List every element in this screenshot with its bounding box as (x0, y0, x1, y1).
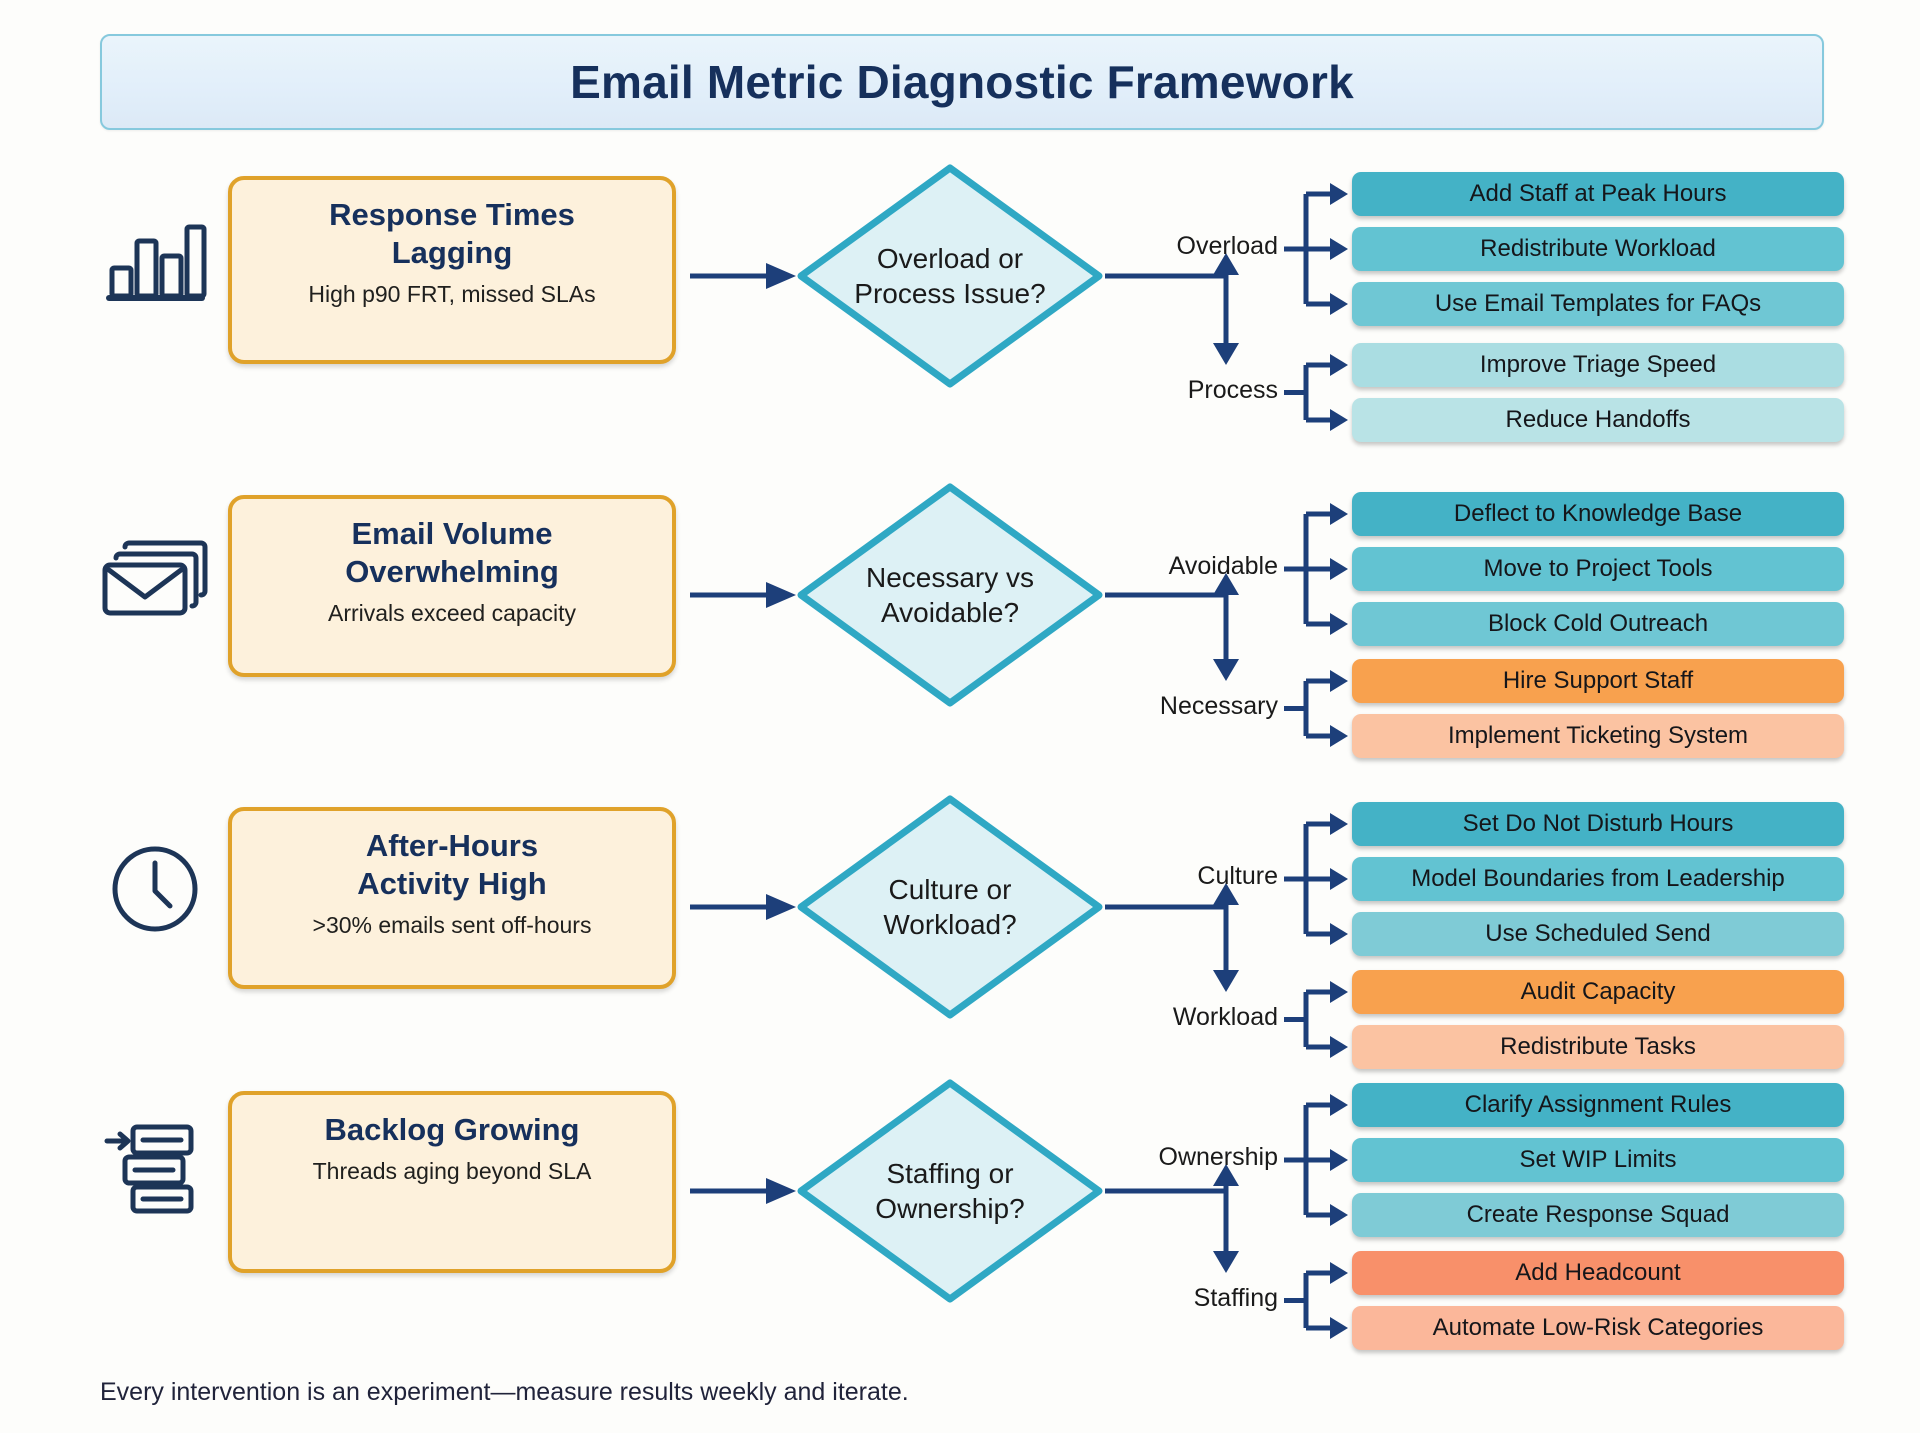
action-chip[interactable]: Use Scheduled Send (1352, 912, 1844, 956)
diagnostic-row: Backlog Growing Threads aging beyond SLA… (0, 1077, 1920, 1350)
problem-card[interactable]: Backlog Growing Threads aging beyond SLA (228, 1091, 676, 1273)
problem-subtitle: High p90 FRT, missed SLAs (308, 280, 596, 307)
row-icon (90, 513, 220, 633)
decision-diamond[interactable]: Overload or Process Issue? (795, 162, 1105, 390)
action-chip[interactable]: Audit Capacity (1352, 970, 1844, 1014)
footer-note: Every intervention is an experiment—meas… (100, 1378, 909, 1406)
problem-subtitle: >30% emails sent off-hours (312, 911, 592, 938)
diagnostic-row: After-Hours Activity High >30% emails se… (0, 793, 1920, 1069)
decision-diamond[interactable]: Necessary vs Avoidable? (795, 481, 1105, 709)
row-connectors (690, 813, 1348, 1058)
branch-label: Ownership (1158, 1143, 1279, 1171)
action-chip[interactable]: Model Boundaries from Leadership (1352, 857, 1844, 901)
branch-label: Avoidable (1168, 552, 1278, 580)
action-chip[interactable]: Implement Ticketing System (1352, 714, 1844, 758)
problem-subtitle: Threads aging beyond SLA (312, 1157, 592, 1184)
diamond-shape (797, 795, 1103, 1019)
decision-label: Culture or Workload? (883, 874, 1017, 940)
problem-subtitle: Arrivals exceed capacity (328, 599, 576, 626)
problem-title: Email Volume Overwhelming (345, 516, 559, 589)
row-icon (90, 1107, 220, 1227)
clock-icon (112, 846, 198, 932)
action-chip[interactable]: Redistribute Workload (1352, 227, 1844, 271)
branch-label: Overload (1176, 232, 1278, 260)
branch-label: Necessary (1159, 691, 1278, 720)
diamond-shape (797, 483, 1103, 707)
row-icon (90, 829, 220, 949)
action-chip[interactable]: Clarify Assignment Rules (1352, 1083, 1844, 1127)
action-chip[interactable]: Add Headcount (1352, 1251, 1844, 1295)
diamond-shape (797, 1079, 1103, 1303)
problem-title: Backlog Growing (324, 1112, 580, 1147)
decision-diamond[interactable]: Culture or Workload? (795, 793, 1105, 1021)
row-connectors (690, 1094, 1348, 1339)
page-title-banner: Email Metric Diagnostic Framework (100, 34, 1824, 130)
action-chip[interactable]: Block Cold Outreach (1352, 602, 1844, 646)
bar-chart-icon (106, 224, 207, 301)
action-chip[interactable]: Create Response Squad (1352, 1193, 1844, 1237)
action-chip[interactable]: Add Staff at Peak Hours (1352, 172, 1844, 216)
branch-label: Staffing (1193, 1283, 1278, 1312)
branch-label: Culture (1197, 862, 1278, 890)
stacked-envelopes-icon (102, 540, 208, 616)
problem-card[interactable]: After-Hours Activity High >30% emails se… (228, 807, 676, 989)
page-title: Email Metric Diagnostic Framework (570, 56, 1354, 108)
action-chip[interactable]: Deflect to Knowledge Base (1352, 492, 1844, 536)
diamond-shape (797, 164, 1103, 388)
action-chip[interactable]: Set WIP Limits (1352, 1138, 1844, 1182)
action-chip[interactable]: Move to Project Tools (1352, 547, 1844, 591)
action-chip[interactable]: Use Email Templates for FAQs (1352, 282, 1844, 326)
action-chip[interactable]: Hire Support Staff (1352, 659, 1844, 703)
row-connectors (690, 503, 1348, 747)
problem-title: Response Times Lagging (329, 197, 575, 270)
decision-diamond[interactable]: Staffing or Ownership? (795, 1077, 1105, 1305)
action-chip[interactable]: Reduce Handoffs (1352, 398, 1844, 442)
problem-title: After-Hours Activity High (357, 828, 547, 901)
row-connectors (690, 183, 1348, 431)
decision-label: Staffing or Ownership? (875, 1158, 1025, 1224)
problem-card[interactable]: Email Volume Overwhelming Arrivals excee… (228, 495, 676, 677)
branch-label: Workload (1172, 1002, 1278, 1031)
action-chip[interactable]: Improve Triage Speed (1352, 343, 1844, 387)
decision-label: Overload or Process Issue? (854, 243, 1046, 309)
row-icon (90, 196, 220, 316)
diagnostic-row: Response Times Lagging High p90 FRT, mis… (0, 160, 1920, 442)
decision-label: Necessary vs Avoidable? (865, 562, 1035, 628)
branch-label: Process (1187, 375, 1278, 404)
diagnostic-row: Email Volume Overwhelming Arrivals excee… (0, 481, 1920, 758)
action-chip[interactable]: Automate Low-Risk Categories (1352, 1306, 1844, 1350)
backlog-stack-icon (104, 1124, 194, 1214)
action-chip[interactable]: Set Do Not Disturb Hours (1352, 802, 1844, 846)
action-chip[interactable]: Redistribute Tasks (1352, 1025, 1844, 1069)
problem-card[interactable]: Response Times Lagging High p90 FRT, mis… (228, 176, 676, 364)
